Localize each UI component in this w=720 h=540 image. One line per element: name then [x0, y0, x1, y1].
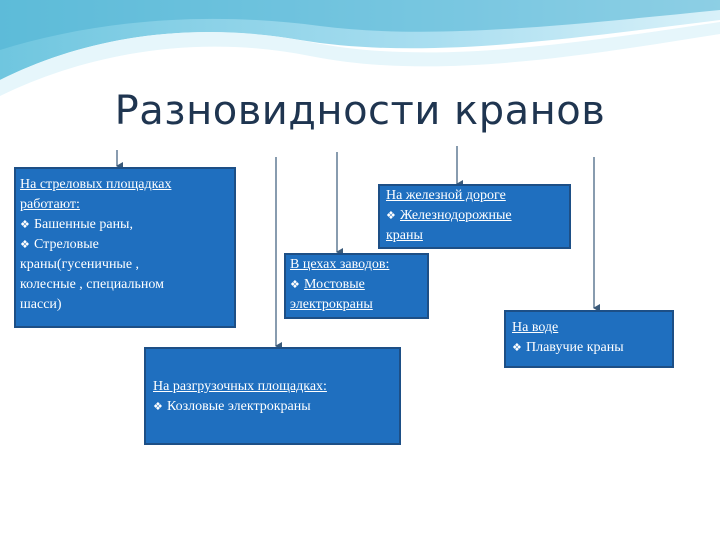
boom-area-header-line2: работают:	[20, 197, 80, 212]
water-box: На воде ❖ Плавучие краны	[504, 310, 674, 368]
water-item: Плавучие краны	[526, 340, 624, 355]
diamond-bullet-icon: ❖	[386, 210, 396, 222]
unloading-header: На разгрузочных площадках:	[153, 379, 327, 394]
diamond-bullet-icon: ❖	[290, 279, 300, 291]
boom-area-box: На стреловых площадках работают: ❖ Башенн…	[14, 167, 236, 328]
diamond-bullet-icon: ❖	[20, 219, 30, 231]
page-title: Разновидности кранов	[114, 88, 606, 134]
railway-item-line2: краны	[386, 228, 423, 243]
railway-header: На железной дороге	[386, 188, 506, 203]
diamond-bullet-icon: ❖	[20, 239, 30, 251]
boom-area-item-tower: Башенные раны,	[34, 217, 133, 232]
diamond-bullet-icon: ❖	[512, 342, 522, 354]
workshop-item-line2: электрокраны	[290, 297, 373, 312]
workshop-box: В цехах заводов: ❖ Мостовые электрокраны	[284, 253, 429, 319]
water-header: На воде	[512, 320, 559, 335]
workshop-header: В цехах заводов:	[290, 257, 390, 272]
boom-area-item-jib-line3: колесные , специальном	[20, 277, 164, 292]
workshop-item-line1: Мостовые	[304, 277, 365, 292]
unloading-box: На разгрузочных площадках: ❖ Козловые эле…	[144, 347, 401, 445]
boom-area-item-jib-line4: шасси)	[20, 297, 62, 312]
railway-box: На железной дороге ❖ Железнодорожные кран…	[378, 184, 571, 249]
railway-item-line1: Железнодорожные	[400, 208, 512, 223]
diamond-bullet-icon: ❖	[153, 401, 163, 413]
unloading-item: Козловые электрокраны	[167, 399, 311, 414]
boom-area-item-jib: Стреловые	[34, 237, 99, 252]
boom-area-header-line1: На стреловых площадках	[20, 177, 172, 192]
boom-area-item-jib-line2: краны(гусеничные ,	[20, 257, 140, 272]
